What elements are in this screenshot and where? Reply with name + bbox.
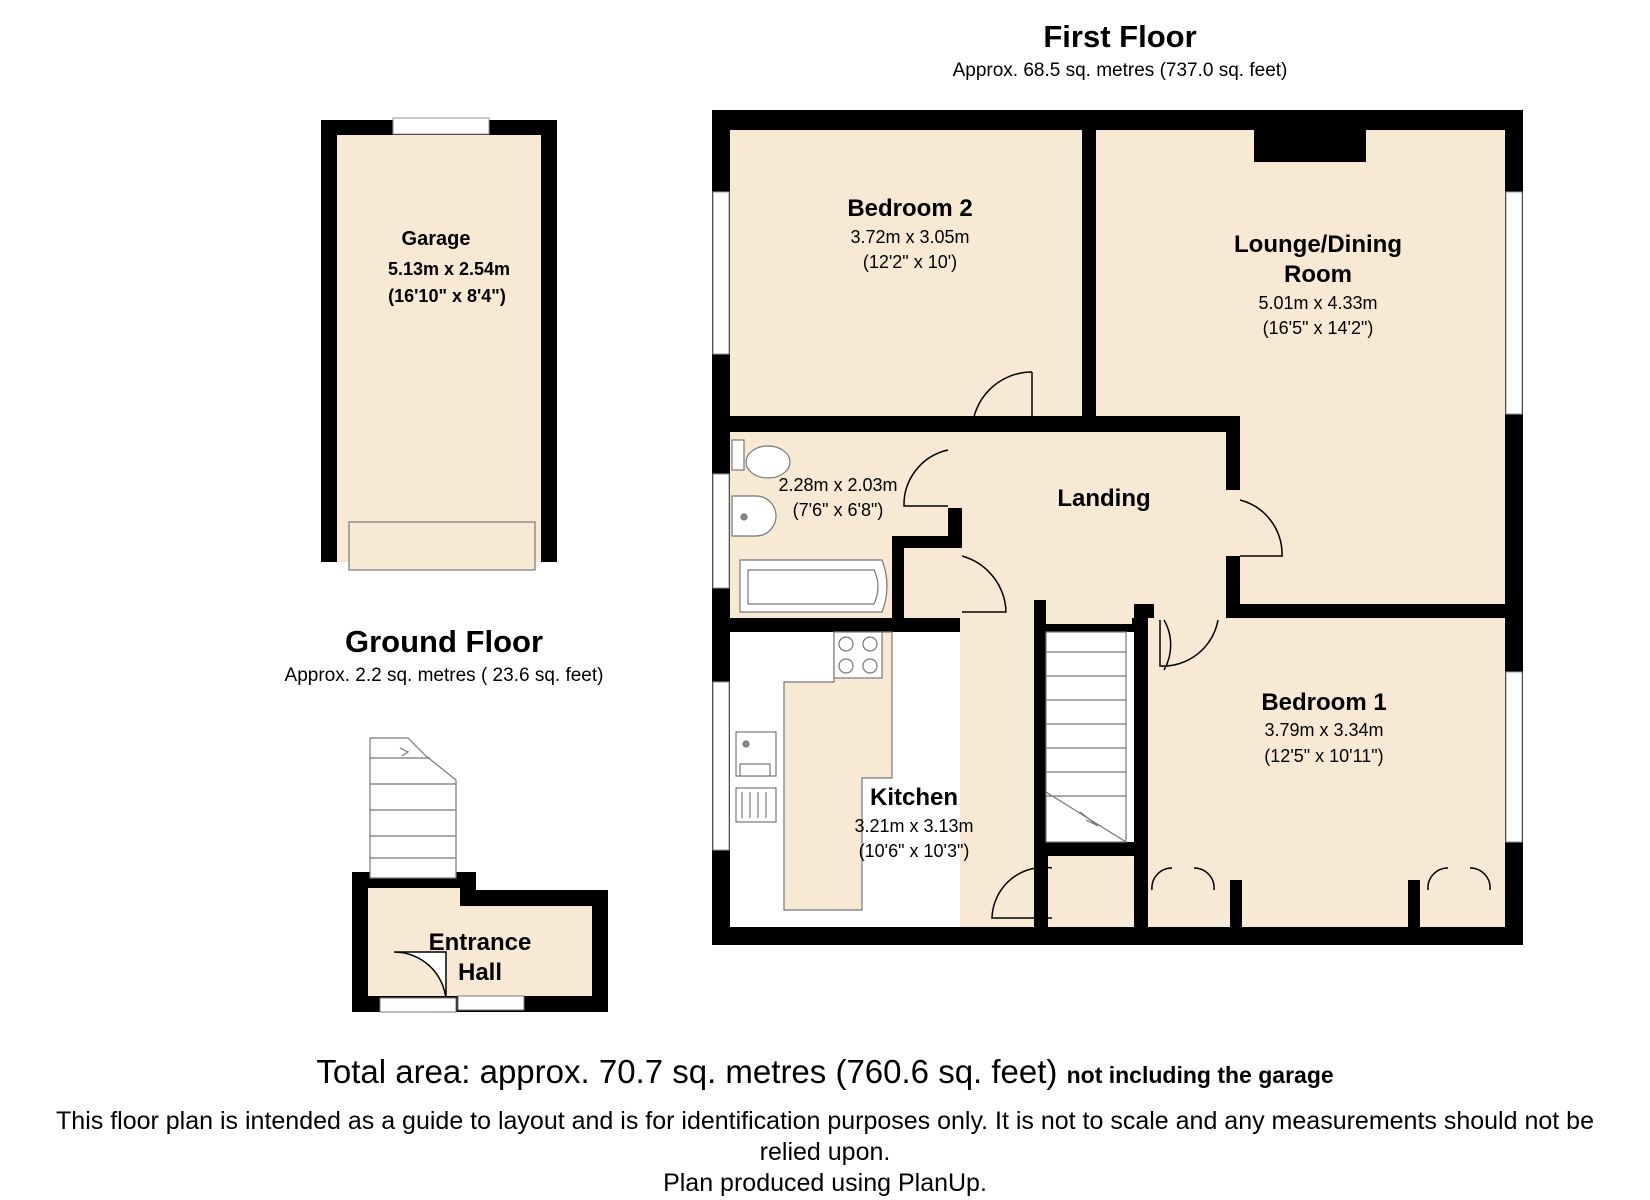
bedroom-1-name: Bedroom 1 (1261, 689, 1386, 716)
bedroom-2-floor (730, 130, 1082, 416)
first-floor-title: First Floor (1043, 19, 1196, 54)
drainer-icon (735, 787, 777, 823)
toilet-cistern (731, 439, 745, 471)
entrance-hall-name-line1: Entrance (429, 929, 532, 956)
garage-floor (337, 135, 541, 562)
ground-floor-stairs (369, 737, 457, 879)
first-floor-interior-walls (730, 130, 1505, 928)
kitchen-metric: 3.21m x 3.13m (854, 816, 973, 836)
landing-name: Landing (1057, 485, 1150, 512)
bedroom-2-window (712, 191, 730, 355)
toilet-bowl-icon (745, 445, 791, 479)
first-floor-stairs (1045, 631, 1127, 843)
bedroom-2-imperial: (12'2" x 10') (863, 252, 957, 272)
kitchen-window (712, 681, 730, 851)
wardrobe-2-doors (1427, 867, 1491, 891)
bathroom-fixtures (731, 439, 888, 613)
garage-window (392, 117, 490, 135)
cupboard-floor (1048, 856, 1134, 927)
bedroom-1-metric: 3.79m x 3.34m (1264, 720, 1383, 740)
bedroom-2-name: Bedroom 2 (847, 195, 972, 222)
lounge-window (1505, 191, 1523, 415)
airing-cupboard-door-swing (961, 555, 1007, 613)
entrance-hall-name-line2: Hall (458, 959, 502, 986)
bedroom-1-floor (1148, 618, 1505, 927)
entrance-hall-floor (368, 888, 592, 996)
bedroom-2-metric: 3.72m x 3.05m (850, 227, 969, 247)
garage-imperial: (16'10" x 8'4") (388, 286, 506, 306)
lounge-name-line1: Lounge/Dining (1234, 231, 1402, 258)
garage-door (348, 521, 536, 571)
garage-exclusion-note: not including the garage (1066, 1062, 1334, 1088)
hall-corridor-floor (960, 624, 1034, 927)
total-area-line: Total area: approx. 70.7 sq. metres (760… (0, 1053, 1650, 1091)
kitchen-imperial: (10'6" x 10'3") (859, 841, 970, 861)
ground-floor-title: Ground Floor (345, 624, 543, 659)
bathroom-window (712, 473, 730, 589)
first-floor-doors (903, 371, 1491, 919)
produced-by: Plan produced using PlanUp. (663, 1169, 987, 1197)
wardrobe-1-doors (1151, 867, 1215, 891)
kitchen-worktop (783, 631, 893, 911)
lounge-chimney-breast (1254, 128, 1366, 162)
lounge-metric: 5.01m x 4.33m (1258, 293, 1377, 313)
landing-floor (948, 432, 1230, 618)
disclaimer-text: This floor plan is intended as a guide t… (56, 1107, 1594, 1166)
total-area: Total area: approx. 70.7 sq. metres (760… (316, 1053, 1058, 1090)
ground-floor-plan: Entrance Hall (352, 737, 608, 1013)
bathroom-door-swing (903, 449, 949, 507)
lounge-name-line2: Room (1284, 261, 1352, 288)
landing-door-swing (1159, 619, 1219, 667)
lounge-door-swing (1239, 499, 1283, 557)
lounge-imperial: (16'5" x 14'2") (1263, 318, 1374, 338)
kitchen-name: Kitchen (870, 784, 958, 811)
first-floor-plan: Bedroom 2 3.72m x 3.05m (12'2" x 10') Lo… (712, 110, 1523, 945)
basin-icon (731, 495, 777, 537)
bedroom-1-window (1505, 671, 1523, 843)
disclaimer: This floor plan is intended as a guide t… (30, 1106, 1620, 1199)
garage-name: Garage (402, 228, 471, 250)
first-floor-windows (712, 191, 1523, 851)
bathroom-imperial: (7'6" x 6'8") (793, 500, 884, 520)
bathroom-metric: 2.28m x 2.03m (778, 475, 897, 495)
front-door-threshold (379, 997, 457, 1013)
ground-floor-area: Approx. 2.2 sq. metres ( 23.6 sq. feet) (285, 665, 604, 686)
bedroom-1-imperial: (12'5" x 10'11") (1264, 746, 1383, 766)
bedroom-2-door-swing (971, 371, 1033, 433)
kitchen-fixtures (735, 631, 893, 911)
first-floor-area: Approx. 68.5 sq. metres (737.0 sq. feet) (953, 60, 1288, 81)
entrance-hall-window (457, 995, 525, 1011)
cupboard-door-swing (991, 866, 1053, 919)
garage-metric: 5.13m x 2.54m (388, 259, 510, 279)
garage-plan: Garage 5.13m x 2.54m (16'10" x 8'4") (321, 117, 557, 571)
